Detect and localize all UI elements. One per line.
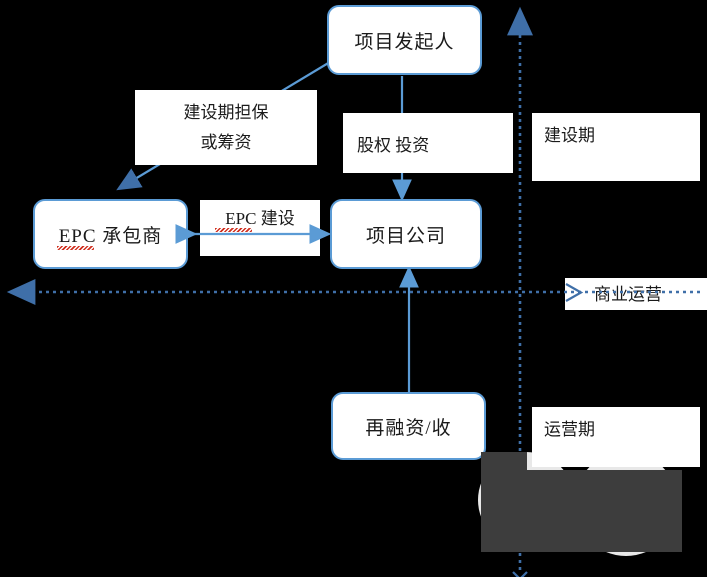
- node-project-company-label: 项目公司: [365, 225, 446, 247]
- label-construction-phase-text: 建设期: [544, 126, 595, 145]
- label-operation-phase: 运营期: [532, 407, 700, 467]
- shade-overlay-rect-upper: [481, 452, 527, 472]
- label-construction-guarantee: 建设期担保 或筹资: [135, 90, 317, 165]
- label-equity-investment-text: 股权 投资: [357, 135, 430, 155]
- spellcheck-underline-epc-contractor: [57, 246, 94, 250]
- label-equity-investment: 股权 投资: [343, 113, 513, 173]
- shade-overlay-rect: [481, 470, 682, 552]
- label-commercial-operation: 商业运营: [565, 278, 707, 310]
- label-commercial-operation-text: 商业运营: [594, 285, 662, 304]
- node-epc-contractor[interactable]: EPC 承包商: [33, 199, 188, 269]
- node-project-sponsor-label: 项目发起人: [354, 31, 455, 53]
- spellcheck-underline-epc-build: [215, 228, 252, 232]
- label-construction-phase: 建设期: [532, 113, 700, 181]
- label-construction-guarantee-line2: 或筹资: [200, 132, 252, 152]
- node-refinancing[interactable]: 再融资/收: [331, 392, 486, 460]
- node-project-company[interactable]: 项目公司: [330, 199, 482, 269]
- node-epc-contractor-label: EPC 承包商: [58, 225, 163, 247]
- chevron-right-icon-commercial-ops: [565, 283, 584, 302]
- node-project-sponsor[interactable]: 项目发起人: [327, 5, 482, 75]
- label-epc-construction-text: EPC 建设: [225, 209, 295, 228]
- label-operation-phase-text: 运营期: [544, 420, 595, 439]
- node-refinancing-label: 再融资/收: [365, 417, 452, 439]
- label-construction-guarantee-line1: 建设期担保: [183, 102, 269, 122]
